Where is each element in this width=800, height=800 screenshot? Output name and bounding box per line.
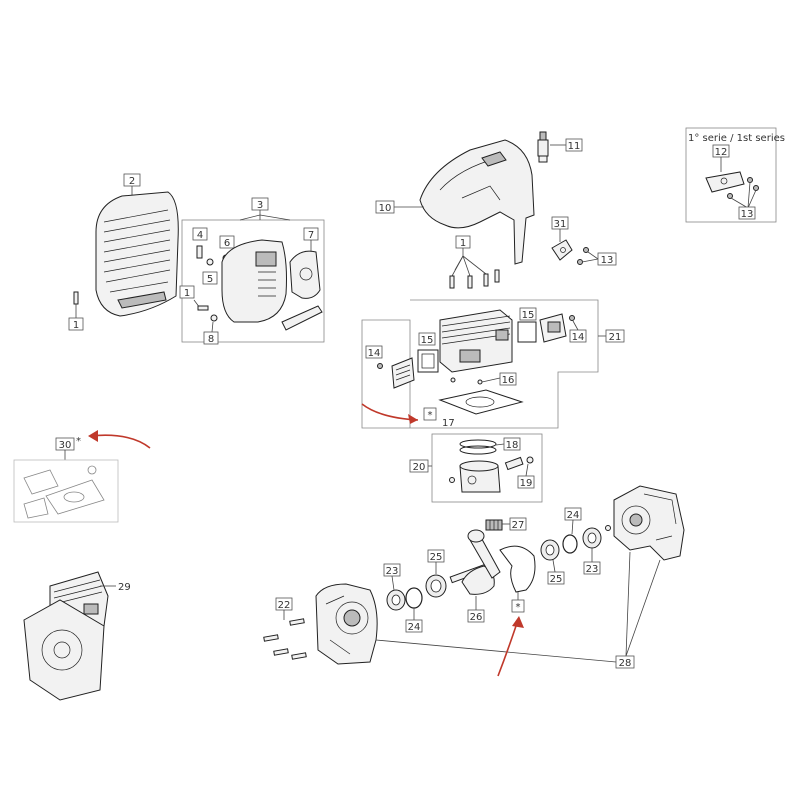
- part-5-nut: [206, 258, 214, 266]
- callout-22: 22: [278, 600, 291, 611]
- part-13-screw: [747, 177, 753, 183]
- part-8-washer: [210, 314, 218, 322]
- part-1-screw: [197, 305, 209, 311]
- part-25-bearing-right: [540, 539, 560, 561]
- callout-24-left: 24: [408, 622, 421, 633]
- part-25-bearing-left: [425, 574, 447, 598]
- callout-13-inset: 13: [741, 209, 754, 220]
- callout-14-left: 14: [368, 348, 381, 359]
- part-19-pin: [504, 456, 524, 471]
- group-3-frame: [181, 219, 325, 343]
- first-series-inset: 1° serie / 1st series 12 13: [685, 127, 785, 223]
- part-1-screw: [73, 291, 79, 305]
- callout-28: 28: [619, 658, 632, 669]
- part-20-piston: [459, 460, 501, 493]
- callout-11: 11: [568, 141, 581, 152]
- callout-3: 3: [257, 200, 263, 211]
- callout-15-left: 15: [421, 335, 434, 346]
- callout-25-left: 25: [430, 552, 443, 563]
- callout-21: 21: [609, 332, 622, 343]
- callout-20: 20: [413, 462, 426, 473]
- part-3-muffler: [221, 239, 287, 323]
- part-13-screw: [583, 247, 589, 253]
- part-18-piston-rings: [459, 439, 497, 455]
- group-30-frame: [13, 459, 119, 523]
- part-30-gasket-kit: [23, 465, 105, 519]
- part-16-pin: [477, 379, 483, 385]
- red-arrow-crankcase-gasket: [497, 616, 524, 677]
- part-crankcase-gasket: [499, 545, 536, 593]
- callout-14-right: 14: [572, 332, 585, 343]
- callout-6: 6: [224, 238, 230, 249]
- part-14-screw: [569, 315, 575, 321]
- part-22-screws: [263, 618, 307, 660]
- callout-23-right: 23: [586, 564, 599, 575]
- callout-24-right: 24: [567, 510, 580, 521]
- callout-5: 5: [207, 274, 213, 285]
- callout-7: 7: [308, 230, 314, 241]
- part-11-spark-plug: [537, 131, 549, 163]
- part-13-screw: [753, 185, 759, 191]
- part-14-flange-right: [539, 313, 567, 343]
- group-20-frame: [431, 433, 543, 503]
- part-19-clip: [449, 477, 455, 483]
- part-24-circlip-right: [562, 534, 578, 554]
- part-13-screw: [727, 193, 733, 199]
- part-13-screw: [577, 259, 583, 265]
- callout-1-left: 1: [73, 320, 79, 331]
- part-27-needle-bearing: [485, 519, 503, 531]
- part-4-screw: [196, 245, 203, 259]
- callout-16: 16: [502, 375, 515, 386]
- part-2-air-filter-cover: [95, 191, 179, 317]
- part-31-bracket: [551, 239, 573, 261]
- red-arrow-gasket-30: [88, 430, 151, 449]
- part-23-seal-left: [386, 589, 406, 611]
- part-7-heat-shield: [281, 250, 323, 331]
- callout-30-star: *: [76, 436, 81, 447]
- part-12-bracket: [705, 171, 745, 193]
- callout-30: 30: [59, 440, 72, 451]
- part-1-screws: [449, 269, 500, 289]
- callout-26: 26: [470, 612, 483, 623]
- part-14-flange: [391, 357, 415, 389]
- part-17-base-gasket: [438, 389, 524, 415]
- callout-15-right: 15: [522, 310, 535, 321]
- callout-17: 17: [442, 418, 455, 429]
- part-26-crankshaft: [449, 529, 501, 595]
- callout-1: 1: [460, 238, 466, 249]
- part-21-cylinder: [439, 309, 513, 373]
- part-10-engine-cover: [419, 139, 535, 265]
- callout-8: 8: [208, 334, 214, 345]
- callout-18: 18: [506, 440, 519, 451]
- callout-23-left: 23: [386, 566, 399, 577]
- part-14-screw: [377, 363, 383, 369]
- part-24-circlip-left: [405, 587, 423, 609]
- part-28-crankcase-right: [613, 485, 685, 561]
- callout-17-star: *: [428, 410, 433, 421]
- callout-27: 27: [512, 520, 525, 531]
- callout-31: 31: [554, 219, 567, 230]
- callout-19: 19: [520, 478, 533, 489]
- callout-12: 12: [715, 147, 728, 158]
- callout-25-right: 25: [550, 574, 563, 585]
- series-note: 1° serie / 1st series: [688, 133, 785, 144]
- callout-10: 10: [379, 203, 392, 214]
- callout-29: 29: [118, 582, 131, 593]
- callout-star: *: [516, 602, 521, 613]
- part-15-gasket: [417, 349, 439, 373]
- callout-4: 4: [197, 230, 203, 241]
- part-16-pin: [450, 377, 456, 383]
- red-arrow-gasket-17: [361, 403, 419, 424]
- callout-2: 2: [129, 176, 135, 187]
- callout-1-mid: 1: [184, 288, 190, 299]
- part-19-clip: [526, 456, 534, 464]
- part-23-seal-right: [582, 527, 602, 549]
- part-29-engine-assembly: [23, 571, 109, 701]
- part-pin: [605, 525, 611, 531]
- part-15-gasket-right: [517, 321, 537, 343]
- callout-13: 13: [601, 255, 614, 266]
- part-28-crankcase-left: [315, 583, 378, 665]
